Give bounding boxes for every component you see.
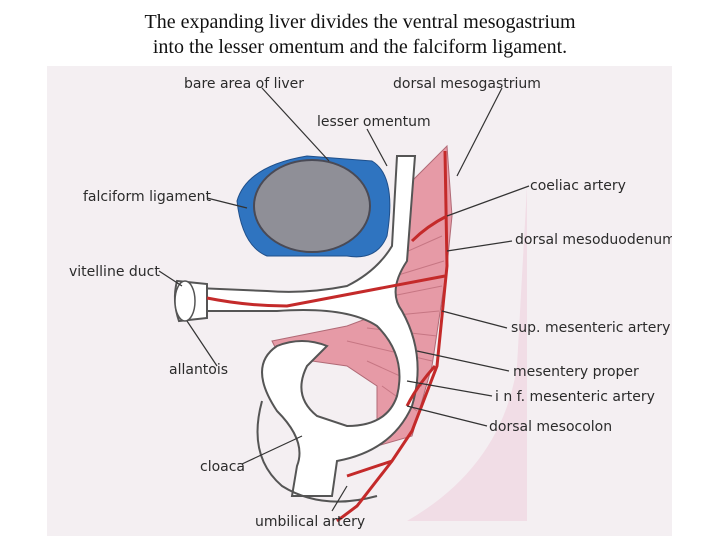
umbilical-artery-vessel: [336, 460, 394, 523]
label-dorsal-mesoduodenum: dorsal mesoduodenum: [515, 232, 672, 248]
figure-caption: The expanding liver divides the ventral …: [0, 10, 720, 60]
sup-mesenteric-artery-vessel: [206, 274, 446, 308]
vitelline-duct-opening: [174, 280, 196, 322]
label-umbilical-artery: umbilical artery: [255, 514, 365, 530]
liver: [253, 159, 371, 253]
arteries: [206, 150, 449, 523]
cloaca-outline: [256, 400, 378, 503]
label-inf-mesenteric-artery: i n f. mesenteric artery: [495, 389, 655, 405]
label-sup-mesenteric-artery: sup. mesenteric artery: [511, 320, 670, 336]
leader-lines: [158, 87, 530, 512]
embryo-gut-diagram: bare area of liver dorsal mesogastrium l…: [47, 66, 672, 536]
label-bare-area-of-liver: bare area of liver: [184, 76, 304, 92]
label-dorsal-mesogastrium: dorsal mesogastrium: [393, 76, 541, 92]
caption-line-2: into the lesser omentum and the falcifor…: [152, 36, 568, 58]
label-coeliac-artery: coeliac artery: [530, 178, 626, 194]
label-falciform-ligament: falciform ligament: [83, 189, 211, 205]
aorta: [346, 150, 449, 478]
label-allantois: allantois: [169, 362, 228, 378]
label-vitelline-duct: vitelline duct: [69, 264, 160, 280]
inf-mesenteric-artery-vessel: [405, 364, 437, 407]
label-mesentery-proper: mesentery proper: [513, 364, 639, 380]
diagram-svg: bare area of liver dorsal mesogastrium l…: [47, 66, 672, 536]
label-lesser-omentum: lesser omentum: [317, 114, 431, 130]
body-wall-shading: [407, 186, 527, 521]
caption-line-1: The expanding liver divides the ventral …: [144, 11, 576, 33]
label-dorsal-mesocolon: dorsal mesocolon: [489, 419, 612, 435]
coeliac-artery-vessel: [410, 214, 448, 243]
gut-tube: [196, 155, 419, 497]
label-cloaca: cloaca: [200, 459, 245, 475]
